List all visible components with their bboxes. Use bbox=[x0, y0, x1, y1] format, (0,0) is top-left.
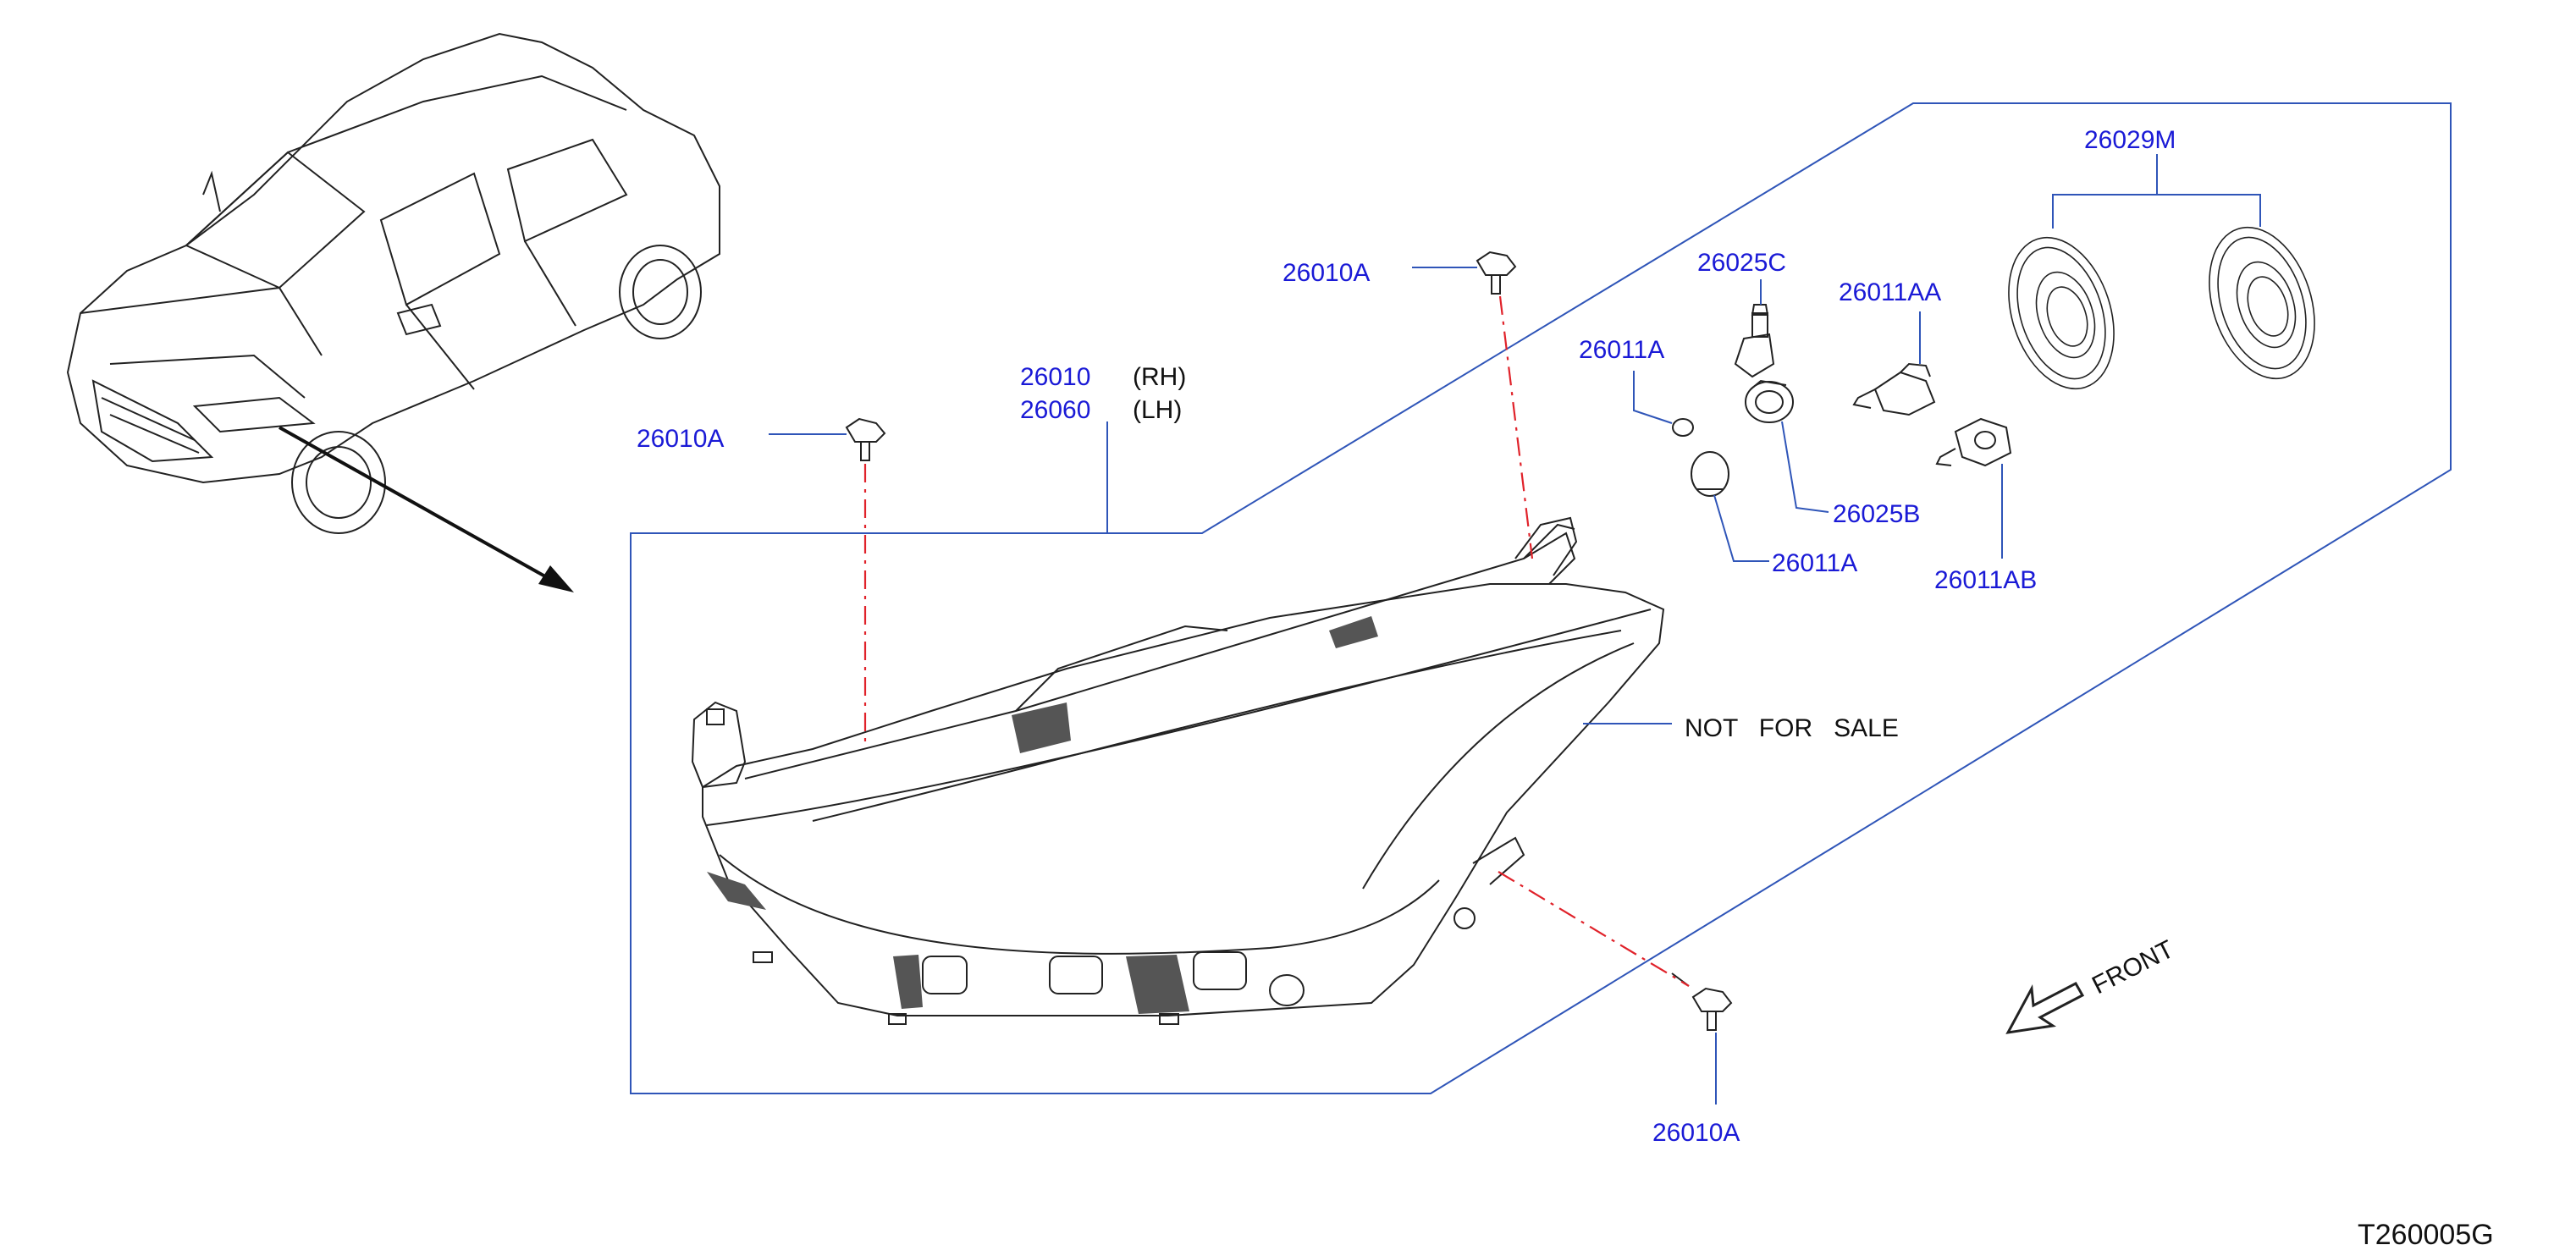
vehicle-illustration bbox=[66, 32, 720, 534]
bulb-26011a-lower bbox=[1691, 451, 1729, 497]
socket-26025b bbox=[1745, 379, 1794, 423]
part-number-26011ab: 26011AB bbox=[1934, 566, 2037, 594]
side-label-lh: (LH) bbox=[1133, 396, 1182, 424]
diagram-code: T260005G bbox=[2358, 1219, 2494, 1251]
leader-lines bbox=[769, 154, 2261, 1105]
part-number-26029m: 26029M bbox=[2084, 126, 2176, 154]
part-number-26060: 26060 bbox=[1020, 396, 1090, 424]
part-number-26011aa: 26011AA bbox=[1839, 278, 1941, 306]
callout-arrow bbox=[279, 426, 574, 592]
part-number-26010a-bottom: 26010A bbox=[1652, 1119, 1740, 1147]
bolt-left bbox=[845, 417, 886, 461]
seal-left bbox=[2008, 236, 2115, 390]
part-number-26010a-left: 26010A bbox=[637, 425, 724, 453]
housing-texture-patches bbox=[707, 616, 1378, 1014]
part-number-26010: 26010 bbox=[1020, 363, 1090, 391]
part-number-26025c: 26025C bbox=[1697, 249, 1786, 277]
part-number-26011a-lower: 26011A bbox=[1772, 549, 1857, 577]
headlamp-assembly bbox=[691, 516, 1665, 1025]
part-number-26011a-upper: 26011A bbox=[1579, 336, 1664, 364]
assembly-boundary bbox=[630, 102, 2452, 1094]
bulb-26011aa bbox=[1852, 362, 1936, 416]
part-number-26025b: 26025B bbox=[1833, 500, 1920, 528]
front-direction-arrow bbox=[2005, 982, 2085, 1034]
socket-26025c bbox=[1734, 304, 1775, 378]
seal-right bbox=[2209, 226, 2315, 380]
bolt-bottom bbox=[1671, 972, 1733, 1031]
bulb-26011ab bbox=[1935, 417, 2012, 467]
front-label: FRONT bbox=[2088, 935, 2178, 1000]
bulb-26011a-upper bbox=[1672, 418, 1694, 437]
part-number-26010a-top: 26010A bbox=[1282, 259, 1370, 287]
not-for-sale-label: NOT FOR SALE bbox=[1685, 714, 1899, 742]
side-label-rh: (RH) bbox=[1133, 363, 1186, 391]
bolt-top bbox=[1476, 251, 1517, 295]
bolt-center-lines bbox=[863, 295, 1690, 987]
